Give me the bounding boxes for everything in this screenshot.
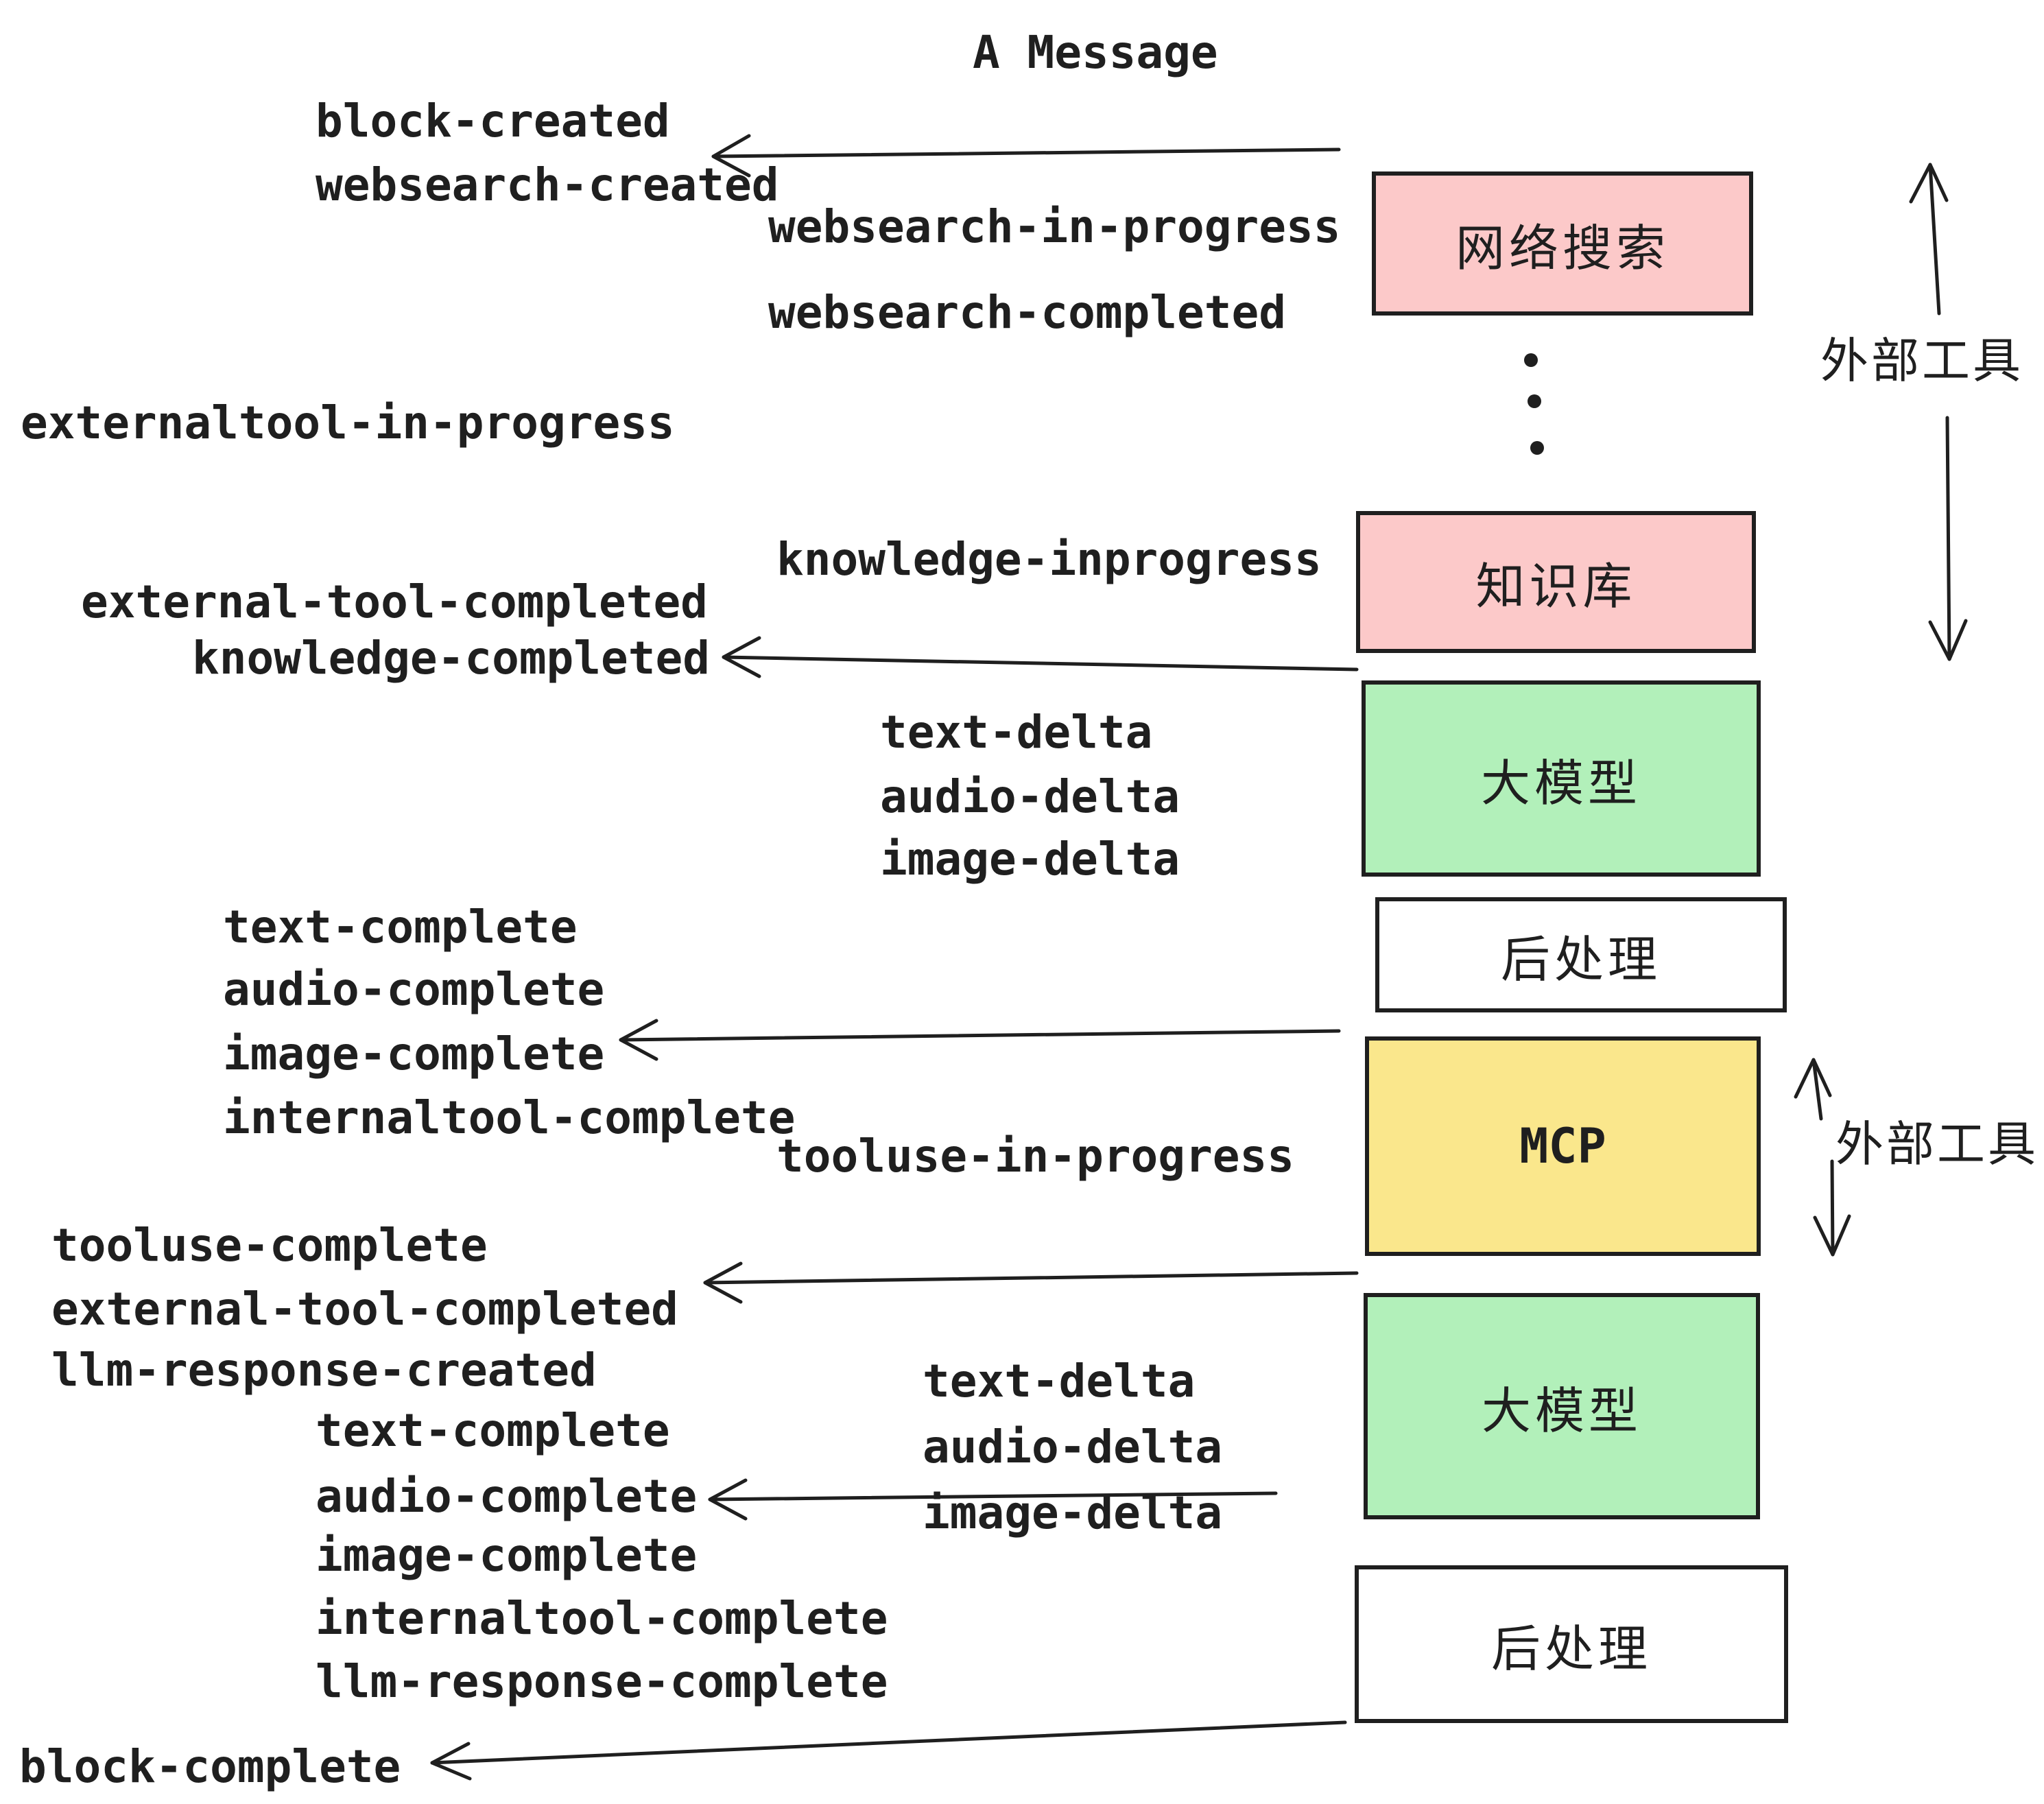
box-postprocess-1: 后处理	[1375, 897, 1787, 1012]
box-mcp-label: MCP	[1519, 1118, 1606, 1174]
event-label-knowledge-inprogress: knowledge-inprogress	[776, 533, 1322, 586]
event-label-external-tool-completed-1: external-tool-completed	[81, 575, 708, 628]
arrow-to-block-complete	[430, 1720, 1347, 1781]
event-label-websearch-completed: websearch-completed	[768, 286, 1286, 339]
event-label-tooluse-in-progress: tooluse-in-progress	[776, 1130, 1294, 1183]
box-knowledge-label: 知识库	[1475, 560, 1637, 615]
box-websearch-label: 网络搜索	[1455, 221, 1669, 276]
external-tools-bottom-up-arrow	[1794, 1058, 1832, 1121]
event-label-image-complete-2: image-complete	[316, 1529, 698, 1582]
box-mcp: MCP	[1365, 1036, 1761, 1256]
box-llm-1: 大模型	[1362, 680, 1761, 877]
event-label-external-tool-completed-2: external-tool-completed	[51, 1283, 678, 1336]
box-postprocess-2-label: 后处理	[1490, 1622, 1652, 1677]
event-label-llm-response-created: llm-response-created	[51, 1344, 597, 1397]
event-label-websearch-in-progress: websearch-in-progress	[768, 200, 1341, 253]
box-llm-2-label: 大模型	[1481, 1384, 1642, 1439]
event-label-text-delta-1: text-delta	[880, 706, 1153, 759]
event-label-block-complete: block-complete	[19, 1740, 401, 1793]
event-label-tooluse-complete: tooluse-complete	[51, 1219, 488, 1272]
box-llm-2: 大模型	[1364, 1293, 1760, 1519]
box-postprocess-2: 后处理	[1355, 1565, 1788, 1723]
box-postprocess-1-label: 后处理	[1500, 932, 1661, 988]
ellipsis-dots	[1524, 353, 1544, 455]
diagram-title: A Message	[973, 26, 1218, 79]
arrow-to-tooluse-complete	[703, 1261, 1359, 1304]
arrow-to-block-created	[711, 134, 1341, 178]
external-tools-top-up-arrow	[1909, 163, 1949, 316]
event-label-block-created: block-created	[316, 95, 670, 147]
event-label-text-complete-1: text-complete	[223, 901, 578, 953]
event-label-knowledge-completed: knowledge-completed	[192, 632, 710, 685]
box-knowledge: 知识库	[1356, 511, 1756, 653]
event-label-audio-complete-1: audio-complete	[223, 963, 605, 1016]
box-llm-1-label: 大模型	[1480, 756, 1641, 811]
event-label-llm-response-complete: llm-response-complete	[316, 1655, 888, 1708]
event-label-image-complete-1: image-complete	[223, 1028, 605, 1080]
external-tools-label-bottom: 外部工具	[1835, 1117, 2039, 1171]
event-label-audio-delta-1: audio-delta	[880, 770, 1180, 823]
arrow-to-image-complete	[619, 1019, 1341, 1061]
event-label-text-delta-2: text-delta	[923, 1355, 1196, 1408]
event-label-websearch-created: websearch-created	[316, 158, 779, 211]
event-label-internaltool-complete-1: internaltool-complete	[223, 1091, 796, 1144]
external-tools-label-top: 外部工具	[1820, 334, 2023, 388]
external-tools-bottom-down-arrow	[1813, 1159, 1851, 1257]
event-label-image-delta-1: image-delta	[880, 833, 1180, 886]
event-label-externaltool-in-progress: externaltool-in-progress	[21, 396, 675, 449]
arrow-to-knowledge-completed	[722, 636, 1359, 678]
box-websearch: 网络搜索	[1372, 171, 1753, 316]
event-label-internaltool-complete-2: internaltool-complete	[316, 1592, 888, 1645]
event-label-audio-delta-2: audio-delta	[923, 1421, 1223, 1473]
event-label-text-complete-2: text-complete	[316, 1404, 670, 1457]
event-label-audio-complete-2: audio-complete	[316, 1470, 698, 1523]
event-label-image-delta-2: image-delta	[923, 1486, 1223, 1539]
external-tools-top-down-arrow	[1928, 416, 1968, 661]
